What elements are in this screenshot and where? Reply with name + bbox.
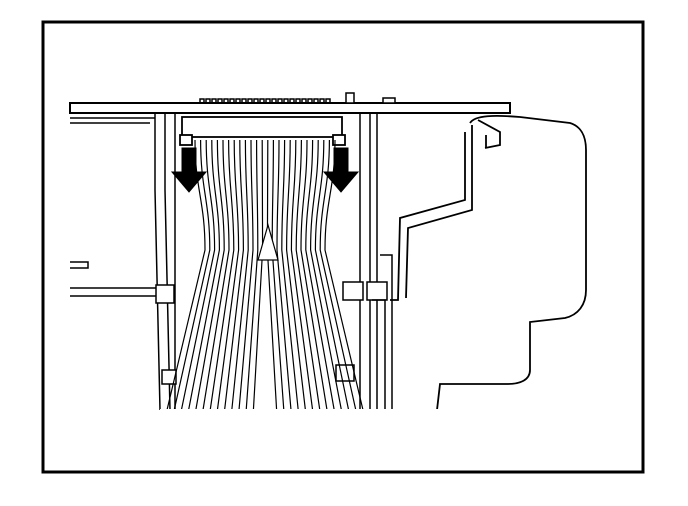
ribbon-cable-strand xyxy=(295,139,321,411)
ribbon-cable-strand xyxy=(238,139,254,411)
ribbon-cable-strand xyxy=(224,139,245,411)
left-down-arrow-icon xyxy=(170,147,208,193)
ribbon-cable-strand xyxy=(202,139,230,411)
ribbon-cable-strand xyxy=(305,139,335,411)
ribbon-cable-strand xyxy=(281,139,299,411)
right-housing xyxy=(390,115,587,411)
right-chassis xyxy=(335,113,393,410)
ribbon-cable-strand xyxy=(209,139,235,411)
ribbon-cable-strand xyxy=(276,139,292,411)
ribbon-cable-strand xyxy=(290,139,314,411)
ribbon-cable-strand xyxy=(216,139,240,411)
right-down-arrow-icon xyxy=(322,147,360,193)
ribbon-cable-strand xyxy=(300,139,328,411)
top-plate xyxy=(69,92,511,114)
cable-clamp-bar xyxy=(179,116,346,146)
ribbon-cable-strand xyxy=(319,139,357,411)
illustration-frame xyxy=(41,20,645,474)
cable-split-gap xyxy=(257,222,279,261)
left-chassis xyxy=(70,113,177,411)
ribbon-cable-strand xyxy=(245,139,259,411)
ribbon-cable-strand xyxy=(309,139,342,411)
ribbon-cable-strand xyxy=(188,139,221,411)
ribbon-cable-strand xyxy=(180,139,216,411)
ribbon-cable-strand xyxy=(173,139,211,411)
ribbon-cable-strand xyxy=(314,139,350,411)
ribbon-cable-strand xyxy=(285,139,306,411)
ribbon-cable-strand xyxy=(231,139,249,411)
ribbon-cable-strand xyxy=(195,139,225,411)
